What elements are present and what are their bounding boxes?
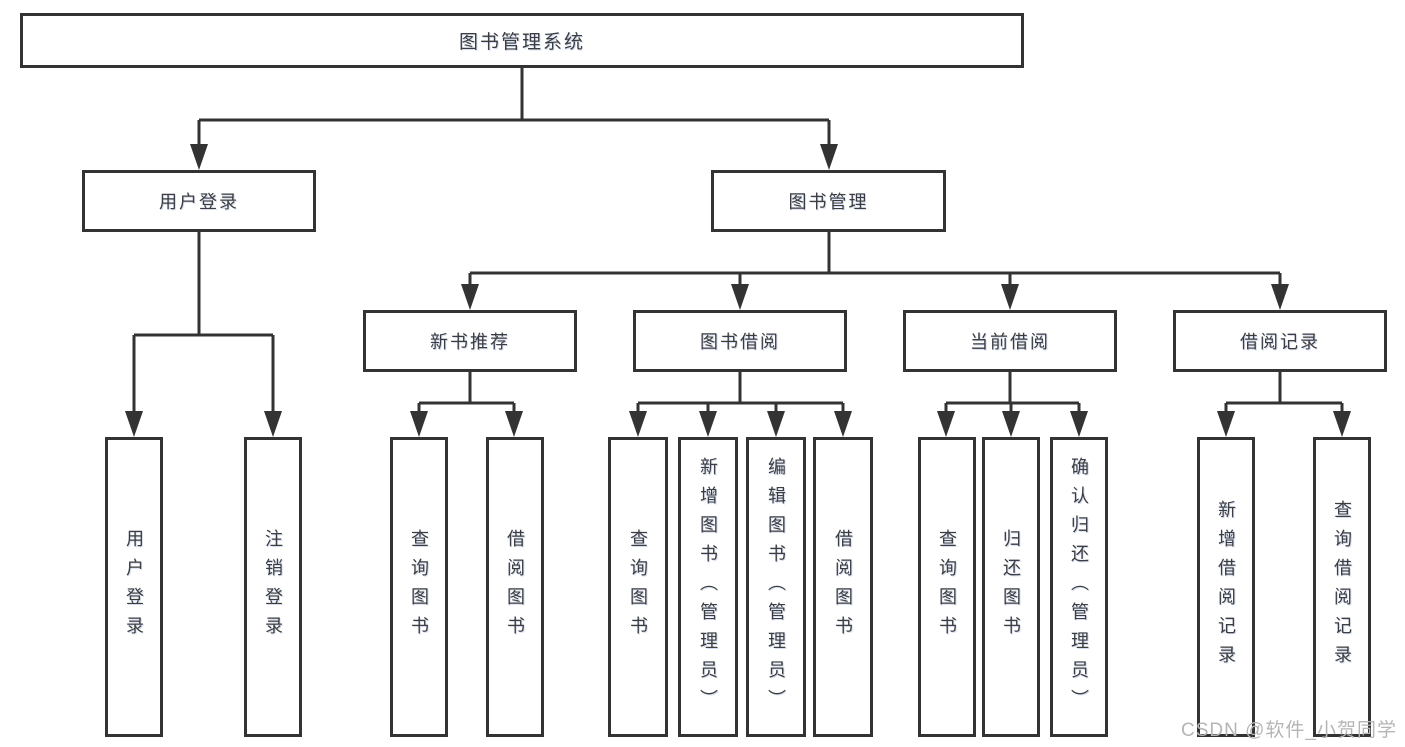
node-add-books-admin-label: 新增图书（管理员） [698, 456, 718, 718]
node-edit-books-admin: 编辑图书（管理员） [746, 437, 806, 737]
node-book-borrowing: 图书借阅 [633, 310, 847, 372]
node-query-borrow-record: 查询借阅记录 [1313, 437, 1371, 737]
node-add-borrow-record: 新增借阅记录 [1197, 437, 1255, 737]
node-query-books-borrow-label: 查询图书 [628, 529, 648, 645]
node-return-books-label: 归还图书 [1001, 529, 1021, 645]
node-book-management-label: 图书管理 [788, 192, 869, 212]
node-query-books-borrow: 查询图书 [608, 437, 668, 737]
csdn-watermark: CSDN @软件_小贺同学 [1181, 720, 1397, 741]
node-borrow-books-label: 借阅图书 [833, 529, 853, 645]
node-logout-action: 注销登录 [244, 437, 302, 737]
node-query-borrow-record-label: 查询借阅记录 [1332, 500, 1352, 674]
node-user-login: 用户登录 [82, 170, 316, 232]
node-query-books-recommend: 查询图书 [390, 437, 448, 737]
node-user-login-label: 用户登录 [159, 192, 239, 212]
node-user-login-action-label: 用户登录 [124, 529, 144, 645]
node-borrowing-records: 借阅记录 [1173, 310, 1387, 372]
arrowheads [125, 144, 1351, 437]
node-return-books: 归还图书 [982, 437, 1040, 737]
node-query-books-current: 查询图书 [918, 437, 976, 737]
node-query-books-recommend-label: 查询图书 [409, 529, 429, 645]
node-borrow-books-recommend: 借阅图书 [486, 437, 544, 737]
node-book-borrowing-label: 图书借阅 [700, 332, 780, 352]
node-new-book-recommendation: 新书推荐 [363, 310, 577, 372]
node-borrow-books-recommend-label: 借阅图书 [505, 529, 525, 645]
node-book-management: 图书管理 [711, 170, 946, 232]
node-borrow-books: 借阅图书 [813, 437, 873, 737]
node-library-system: 图书管理系统 [20, 13, 1024, 68]
node-confirm-return-admin: 确认归还（管理员） [1050, 437, 1108, 737]
node-library-system-label: 图书管理系统 [458, 32, 585, 53]
node-confirm-return-admin-label: 确认归还（管理员） [1069, 456, 1089, 718]
node-current-borrowing-label: 当前借阅 [970, 332, 1050, 352]
node-user-login-action: 用户登录 [105, 437, 163, 737]
node-new-book-recommendation-label: 新书推荐 [430, 332, 510, 352]
node-edit-books-admin-label: 编辑图书（管理员） [766, 456, 786, 718]
node-logout-action-label: 注销登录 [263, 529, 283, 645]
node-add-books-admin: 新增图书（管理员） [678, 437, 738, 737]
node-query-books-current-label: 查询图书 [937, 529, 957, 645]
node-borrowing-records-label: 借阅记录 [1240, 332, 1320, 352]
node-add-borrow-record-label: 新增借阅记录 [1216, 500, 1236, 674]
node-current-borrowing: 当前借阅 [903, 310, 1117, 372]
